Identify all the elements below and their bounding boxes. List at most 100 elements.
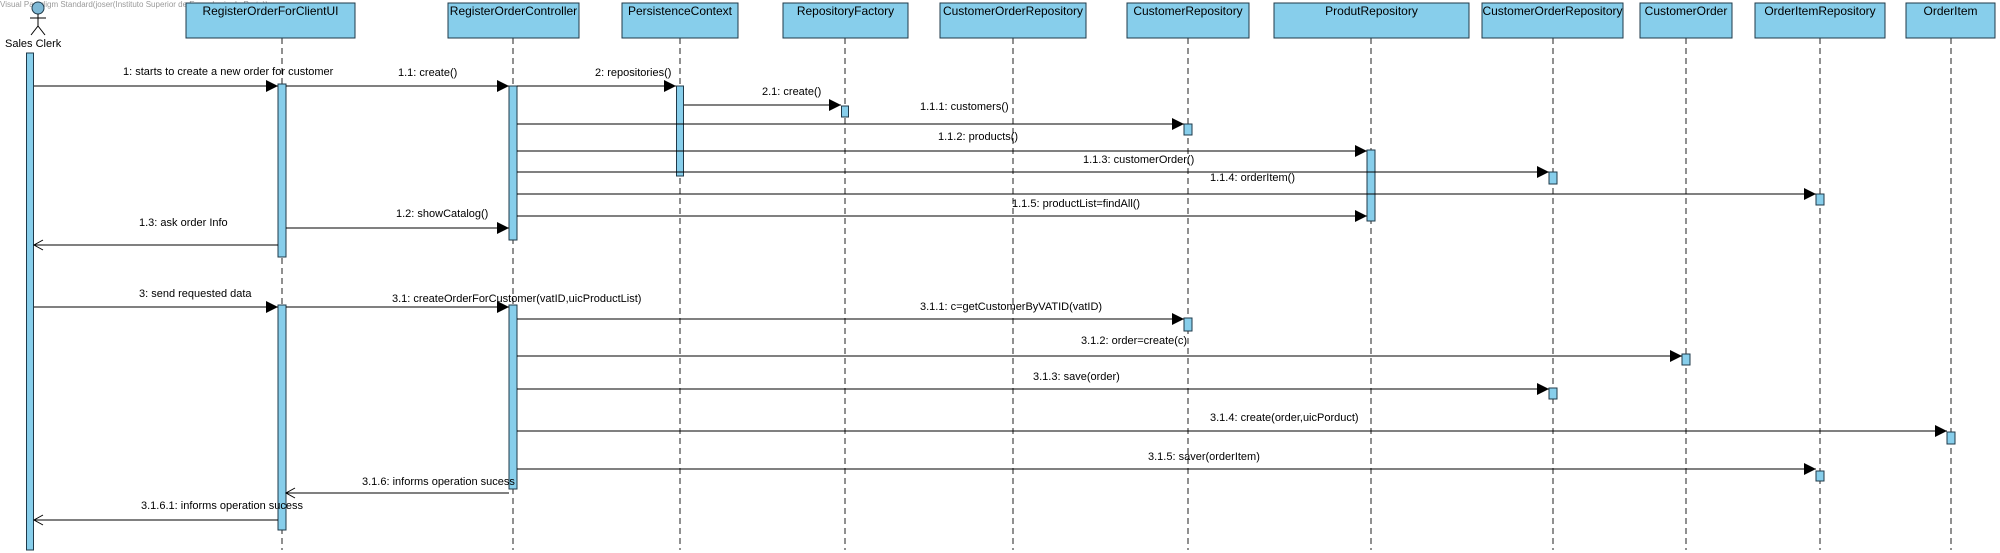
arrow-head-filled xyxy=(1172,118,1184,130)
participant-label: CustomerRepository xyxy=(1133,4,1242,18)
watermark-text: Visual Paradigm Standard(joser(Instituto… xyxy=(0,0,268,9)
message-2: 1.1: create() xyxy=(286,67,509,92)
arrow-head-filled xyxy=(1172,313,1184,325)
arrow-head-open xyxy=(32,239,44,251)
message-5: 1.1.1: customers() xyxy=(517,101,1184,130)
arrow-head-filled xyxy=(829,99,841,111)
message-label: 2.1: create() xyxy=(762,86,821,98)
participant-box xyxy=(782,2,909,39)
arrow-head-filled xyxy=(664,80,676,92)
message-label: 3.1.2: order=create(c) xyxy=(1081,335,1187,347)
participant-11: OrderItem xyxy=(1905,2,1996,39)
messages-layer: 1: starts to create a new order for cust… xyxy=(32,66,1947,526)
arrow-head-filled xyxy=(497,222,509,234)
activation-bar xyxy=(1183,123,1193,136)
message-1: 1: starts to create a new order for cust… xyxy=(34,66,334,92)
message-12: 3: send requested data xyxy=(34,288,278,313)
arrow-head-filled xyxy=(1537,166,1549,178)
participant-box xyxy=(939,2,1087,39)
message-10: 1.2: showCatalog() xyxy=(286,208,509,234)
participant-5: CustomerOrderRepository xyxy=(939,2,1087,39)
arrow-head-filled xyxy=(1355,210,1367,222)
participant-1: RegisterOrderForClientUI xyxy=(185,2,356,39)
message-11: 1.3: ask order Info xyxy=(32,217,278,251)
message-18: 3.1.5: saver(orderItem) xyxy=(517,451,1816,475)
activation-bar xyxy=(1548,171,1558,185)
activation-bar xyxy=(508,85,518,241)
activation-bar xyxy=(1946,431,1956,445)
activation-bar xyxy=(1815,470,1825,482)
message-13: 3.1: createOrderForCustomer(vatID,uicPro… xyxy=(286,293,641,313)
activation-bar xyxy=(1548,387,1558,400)
activation-bar xyxy=(508,304,518,490)
message-label: 1.1: create() xyxy=(398,67,457,79)
message-label: 3.1.4: create(order,uicPorduct) xyxy=(1210,412,1359,424)
participant-label: CustomerOrderRepository xyxy=(943,4,1083,18)
participant-label: RepositoryFactory xyxy=(797,4,894,18)
arrow-head-filled xyxy=(266,301,278,313)
message-3: 2: repositories() xyxy=(517,67,676,92)
participant-9: CustomerOrder xyxy=(1639,2,1733,39)
participant-box xyxy=(1754,2,1886,39)
message-label: 3: send requested data xyxy=(139,288,252,300)
arrow-head-filled xyxy=(1804,463,1816,475)
message-label: 3.1.6: informs operation sucess xyxy=(362,476,515,488)
arrow-head-filled xyxy=(497,80,509,92)
participant-10: OrderItemRepository xyxy=(1754,2,1886,39)
message-label: 3.1.1: c=getCustomerByVATID(vatID) xyxy=(920,301,1102,313)
message-label: 2: repositories() xyxy=(595,67,671,79)
message-4: 2.1: create() xyxy=(684,86,841,111)
participant-6: CustomerRepository xyxy=(1126,2,1250,39)
message-label: 3.1.5: saver(orderItem) xyxy=(1148,451,1260,463)
actor-figure xyxy=(30,1,46,36)
participant-3: PersistenceContext xyxy=(621,2,739,39)
participant-box xyxy=(1273,2,1470,39)
participant-label: OrderItem xyxy=(1923,4,1977,18)
message-9: 1.1.5: productList=findAll() xyxy=(517,198,1367,222)
activation-bar xyxy=(26,52,34,551)
message-15: 3.1.2: order=create(c) xyxy=(517,335,1682,362)
participant-7: ProdutRepository xyxy=(1273,2,1470,39)
participant-label: RegisterOrderController xyxy=(450,4,577,18)
activation-bar xyxy=(1681,353,1691,366)
arrow-head-filled xyxy=(1355,145,1367,157)
arrow-head-filled xyxy=(1537,383,1549,395)
message-label: 3.1.6.1: informs operation sucess xyxy=(141,500,304,512)
message-label: 1.1.1: customers() xyxy=(920,101,1009,113)
participant-label: RegisterOrderForClientUI xyxy=(202,4,338,18)
message-label: 1.1.3: customerOrder() xyxy=(1083,154,1194,166)
message-label: 1.3: ask order Info xyxy=(139,217,228,229)
participant-8: CustomerOrderRepository xyxy=(1481,2,1624,39)
participant-box xyxy=(1481,2,1624,39)
participant-box xyxy=(185,2,356,39)
participant-label: CustomerOrderRepository xyxy=(1482,4,1622,18)
arrow-head-filled xyxy=(1670,350,1682,362)
activation-bar xyxy=(676,85,684,177)
participant-box xyxy=(1639,2,1733,39)
message-20: 3.1.6.1: informs operation sucess xyxy=(32,500,304,526)
activation-bar xyxy=(277,83,287,258)
arrow-head-open xyxy=(284,487,296,499)
activation-bar xyxy=(841,105,849,118)
actor-label: Sales Clerk xyxy=(5,38,62,50)
message-7: 1.1.3: customerOrder() xyxy=(517,154,1549,178)
participant-label: CustomerOrder xyxy=(1645,4,1728,18)
arrow-head-filled xyxy=(497,301,509,313)
arrow-head-filled xyxy=(1935,425,1947,437)
arrow-head-filled xyxy=(1804,188,1816,200)
participant-label: OrderItemRepository xyxy=(1764,4,1875,18)
message-8: 1.1.4: orderItem() xyxy=(517,172,1816,200)
activation-bar xyxy=(1815,193,1825,206)
message-19: 3.1.6: informs operation sucess xyxy=(284,476,515,499)
participant-2: RegisterOrderController xyxy=(447,2,580,39)
message-label: 3.1: createOrderForCustomer(vatID,uicPro… xyxy=(392,293,641,305)
message-label: 1.1.4: orderItem() xyxy=(1210,172,1295,184)
message-label: 1: starts to create a new order for cust… xyxy=(123,66,334,78)
participant-box xyxy=(447,2,580,39)
arrow-head-open xyxy=(32,514,44,526)
participant-box xyxy=(1905,2,1996,39)
message-14: 3.1.1: c=getCustomerByVATID(vatID) xyxy=(517,301,1184,325)
activation-bar xyxy=(277,304,287,531)
message-6: 1.1.2: products() xyxy=(517,131,1367,157)
actor-leg-left xyxy=(30,25,39,36)
